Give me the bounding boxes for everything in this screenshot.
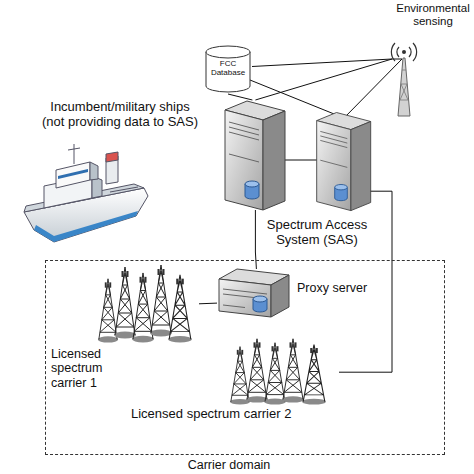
connector-line <box>199 303 217 305</box>
server-group: Spectrum Access System (SAS) <box>222 100 374 252</box>
funnel-top <box>106 152 118 162</box>
tower-symbol <box>230 347 250 405</box>
proxy-front <box>219 279 271 317</box>
hull-stripe <box>34 211 138 242</box>
node-label: Incumbent/military ships (not providing … <box>40 100 200 130</box>
server-symbol <box>225 101 285 210</box>
carrier-node: Licensed spectrum carrier 1 <box>49 263 199 399</box>
node-label: FCC Database <box>206 59 250 77</box>
proxy-side <box>271 275 289 317</box>
server-link-wire <box>285 160 318 161</box>
connector-line <box>228 94 252 100</box>
domain-box: Carrier domain Proxy server Licensed spe… <box>45 260 445 455</box>
server-stub-wire <box>255 210 256 252</box>
sensing-wire <box>344 59 402 118</box>
sensing-antenna: Environmental sensing <box>392 0 474 118</box>
tower-symbol <box>246 339 268 403</box>
node-label: Proxy server <box>297 281 377 295</box>
proxy-node: Proxy server <box>217 269 377 331</box>
antenna-mast <box>398 58 410 116</box>
tower-symbol <box>264 343 286 405</box>
ship-node: Incumbent/military ships (not providing … <box>20 100 220 248</box>
tower-symbol <box>114 267 136 339</box>
tower-symbol <box>302 345 326 405</box>
bridge-side <box>90 162 98 180</box>
mast-bracing <box>400 70 408 100</box>
node-label: Spectrum Access System (SAS) <box>260 218 374 248</box>
bridge-windows <box>58 169 88 179</box>
node-label: Licensed spectrum carrier 2 <box>131 407 337 422</box>
node-label: Carrier domain <box>169 458 289 472</box>
database-node: FCC Database <box>204 44 252 94</box>
ship-bridge <box>56 162 90 188</box>
ship-mast <box>68 144 138 192</box>
tower-symbol <box>168 275 192 343</box>
connector-line <box>255 59 392 100</box>
cylinder-top <box>206 46 250 58</box>
node-label: Environmental sensing <box>392 2 474 28</box>
tower-symbol <box>282 339 304 403</box>
carrier-node: Licensed spectrum carrier 2 <box>129 337 339 425</box>
tower-symbol <box>150 265 172 337</box>
antenna-dot <box>402 50 406 54</box>
proxy-disk-top <box>253 296 267 302</box>
proxy-symbol <box>217 269 377 331</box>
server-symbol <box>317 113 371 211</box>
node-label: Licensed spectrum carrier 1 <box>51 347 121 390</box>
